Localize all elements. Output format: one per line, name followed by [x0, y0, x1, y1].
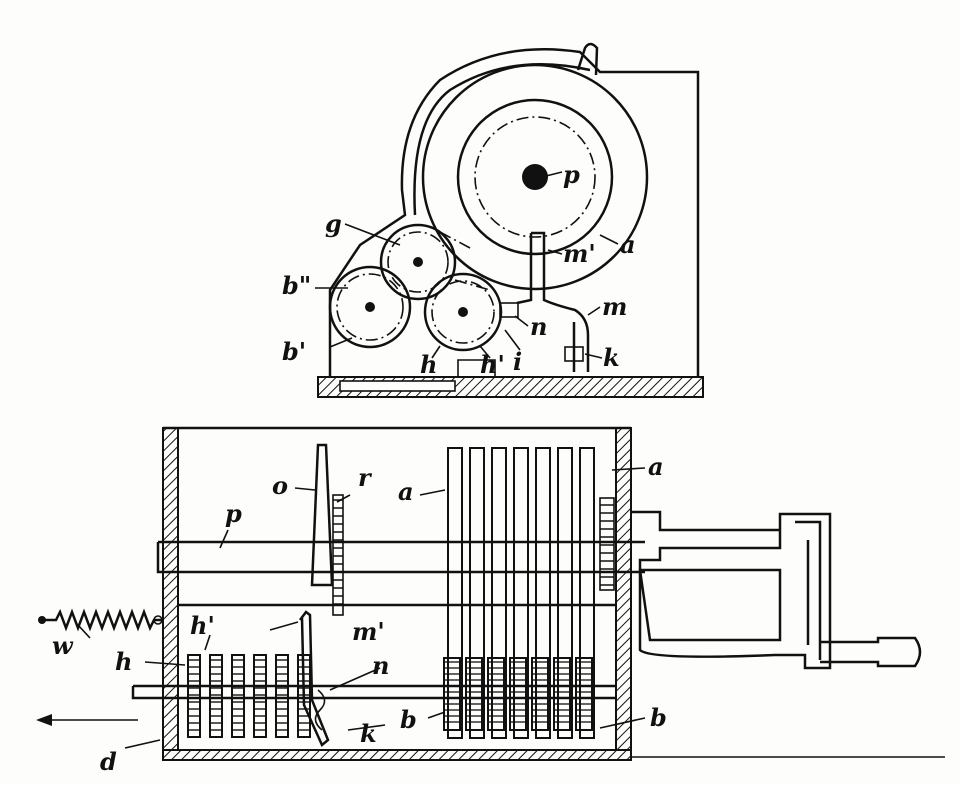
wheels-a-group — [447, 447, 595, 739]
wheel-b-prime-hub — [365, 302, 375, 312]
pawl-n — [499, 302, 519, 318]
drive-gear — [599, 497, 615, 591]
gear-h — [253, 654, 267, 738]
pawl-spring — [314, 689, 326, 731]
wheel-a-plate — [513, 447, 529, 739]
left-arrow-icon — [36, 714, 138, 726]
gear-b — [509, 657, 527, 731]
crank-handle — [820, 636, 922, 668]
label-top-m: m — [602, 292, 627, 321]
label-bot-h-prime: h' — [190, 611, 215, 640]
spring-hook — [153, 615, 163, 625]
crank-frame — [631, 510, 832, 670]
label-bot-n: n — [372, 651, 389, 680]
spring-w — [42, 608, 163, 632]
top-elevation-view: p a m' m g b" b' n h h' i k — [282, 42, 704, 398]
wheel-a-plate — [469, 447, 485, 739]
label-top-p: p — [563, 160, 580, 189]
gears-h-group — [187, 654, 311, 738]
wheel-g-hub — [413, 257, 423, 267]
label-bot-w: w — [52, 631, 74, 660]
shaft-p — [156, 540, 645, 574]
wheel-h-hub — [458, 307, 468, 317]
wheel-h-pitch — [431, 280, 495, 344]
cam-o — [310, 443, 334, 587]
label-top-a: a — [620, 230, 636, 259]
label-bot-a-left: a — [398, 477, 414, 506]
gear-b — [575, 657, 593, 731]
label-bot-b-right: b — [650, 703, 667, 732]
wheel-b-prime-pitch — [336, 273, 404, 341]
wheel-a-plate — [447, 447, 463, 739]
label-bot-p: p — [225, 499, 242, 528]
bottom-plan-view: o r a a p w h' m' h n b b k d — [36, 426, 945, 776]
wheel-a-plate — [491, 447, 507, 739]
gear-b — [443, 657, 461, 731]
housing-inner-arc — [413, 62, 591, 216]
gear-b — [531, 657, 549, 731]
pawl-m-prime — [299, 610, 330, 748]
top-lever — [576, 42, 599, 76]
main-wheel-a — [421, 63, 649, 291]
wheel-a-plate — [535, 447, 551, 739]
label-top-b-double: b" — [282, 271, 311, 300]
gear-r — [332, 494, 344, 616]
label-bot-k: k — [360, 719, 377, 748]
gears-b-group — [443, 657, 593, 731]
wheel-b-prime — [328, 265, 412, 349]
frame-bottom-wall — [162, 749, 632, 761]
gear-b — [487, 657, 505, 731]
gear-r-teeth — [333, 499, 343, 605]
label-bot-o: o — [272, 471, 288, 500]
wheel-h — [423, 272, 503, 352]
label-top-b-prime: b' — [282, 337, 306, 366]
label-bot-m-prime: m' — [352, 617, 385, 646]
gear-b — [553, 657, 571, 731]
shaft-p-section — [522, 164, 548, 190]
top-base-plate-slot — [339, 380, 456, 392]
label-top-g: g — [325, 209, 342, 238]
gear-h — [209, 654, 223, 738]
label-top-m-prime: m' — [563, 239, 596, 268]
wheel-a-plate — [557, 447, 573, 739]
label-bot-d: d — [100, 747, 117, 776]
frame-right-wall — [615, 427, 632, 759]
wheel-g — [379, 223, 457, 301]
label-bot-h: h — [115, 647, 132, 676]
label-bot-r: r — [358, 463, 373, 492]
label-top-n: n — [530, 312, 547, 341]
wheel-a-plate — [579, 447, 595, 739]
bolt-k — [564, 346, 584, 362]
gear-h — [275, 654, 289, 738]
gear-h — [187, 654, 201, 738]
drive-gear-teeth — [600, 504, 614, 586]
gear-b — [465, 657, 483, 731]
leader-lines-bottom — [77, 467, 646, 749]
label-bot-a-right: a — [648, 452, 664, 481]
label-top-h: h — [420, 350, 437, 379]
frame-left-wall — [162, 427, 179, 759]
leader-lines-top — [315, 171, 619, 359]
member-h-prime — [457, 359, 496, 377]
main-wheel-rim — [456, 98, 614, 256]
gear-h — [231, 654, 245, 738]
wheel-link-dashed — [439, 231, 491, 291]
label-top-i: i — [513, 347, 522, 376]
label-top-h-prime: h' — [480, 350, 505, 379]
crank-shaft-bracket — [795, 520, 822, 660]
label-bot-b-left: b — [400, 705, 417, 734]
spring-anchor — [38, 616, 46, 624]
wheel-g-pitch — [387, 231, 449, 293]
housing-outline — [328, 47, 700, 377]
label-top-k: k — [603, 343, 620, 372]
main-wheel-pitch-circle — [474, 116, 596, 238]
